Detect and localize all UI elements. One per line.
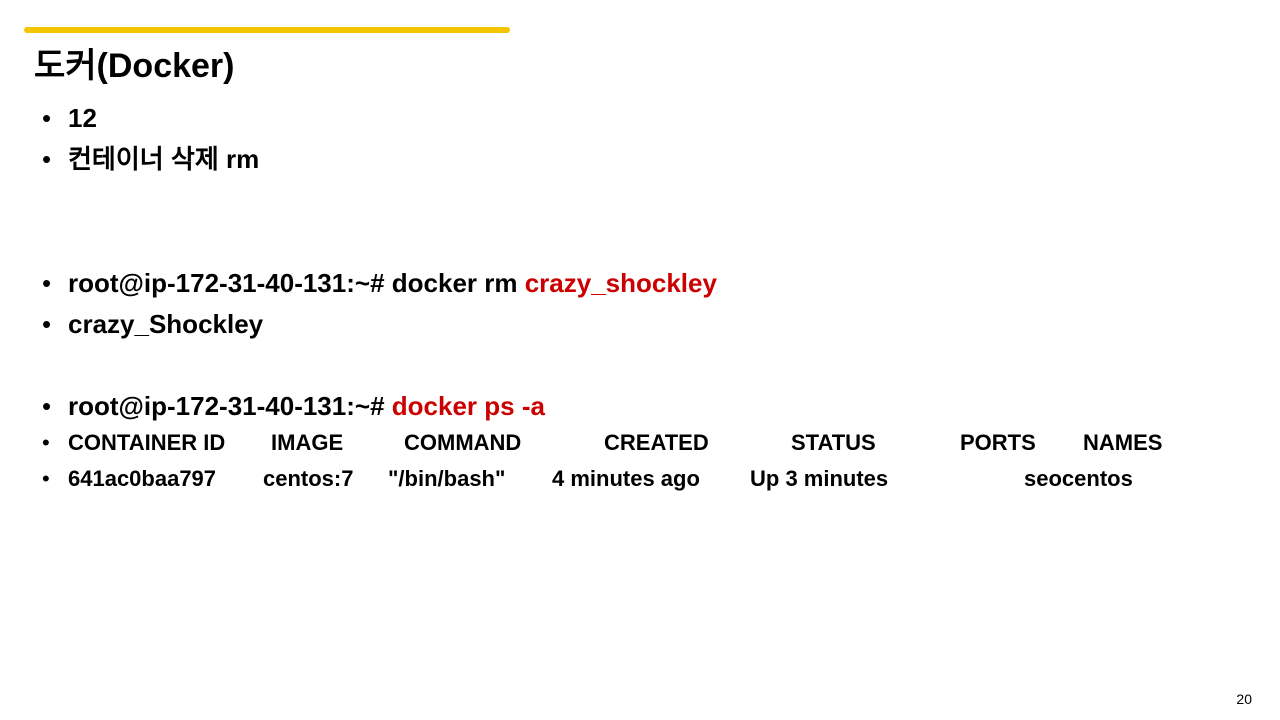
slide-title: 도커(Docker) (34, 47, 235, 85)
header-container-id: CONTAINER ID (68, 430, 226, 455)
table-header-row: • CONTAINER ID IMAGE COMMAND CREATED STA… (42, 429, 1242, 457)
bullet-icon: • (42, 309, 52, 339)
cell-image: centos:7 (263, 466, 354, 491)
bullet-icon: • (42, 103, 52, 133)
header-status: STATUS (791, 430, 876, 455)
header-command: COMMAND (404, 430, 522, 455)
bullet-item-3: • root@ip-172-31-40-131:~# docker rm cra… (42, 267, 717, 299)
bullet-icon: • (42, 466, 50, 491)
cell-container-id: 641ac0baa797 (68, 466, 217, 491)
highlighted-command: docker ps -a (391, 391, 545, 421)
bullet-item-2: • 컨테이너 삭제 rm (42, 143, 259, 175)
highlighted-container-name: crazy_shockley (524, 268, 717, 298)
bullet-text: 컨테이너 삭제 rm (68, 144, 260, 174)
bullet-item-4: • crazy_Shockley (42, 308, 263, 340)
command-prompt-text: root@ip-172-31-40-131:~# docker rm (68, 268, 525, 298)
header-ports: PORTS (960, 430, 1036, 455)
bullet-text: 12 (68, 103, 97, 133)
command-prompt-text: root@ip-172-31-40-131:~# (68, 391, 392, 421)
cell-command: "/bin/bash" (388, 466, 506, 491)
cell-created: 4 minutes ago (552, 466, 700, 491)
bullet-item-5: • root@ip-172-31-40-131:~# docker ps -a (42, 390, 545, 422)
cell-status: Up 3 minutes (750, 466, 889, 491)
table-row: • 641ac0baa797 centos:7 "/bin/bash" 4 mi… (42, 465, 1242, 493)
command-output-text: crazy_Shockley (68, 309, 264, 339)
page-number: 20 (1236, 691, 1252, 707)
header-created: CREATED (604, 430, 709, 455)
title-accent-bar (24, 27, 510, 33)
bullet-icon: • (42, 268, 52, 298)
bullet-icon: • (42, 391, 52, 421)
header-image: IMAGE (271, 430, 344, 455)
bullet-icon: • (42, 430, 50, 455)
header-names: NAMES (1083, 430, 1163, 455)
bullet-item-1: • 12 (42, 102, 97, 134)
cell-names: seocentos (1024, 466, 1133, 491)
bullet-icon: • (42, 144, 52, 174)
